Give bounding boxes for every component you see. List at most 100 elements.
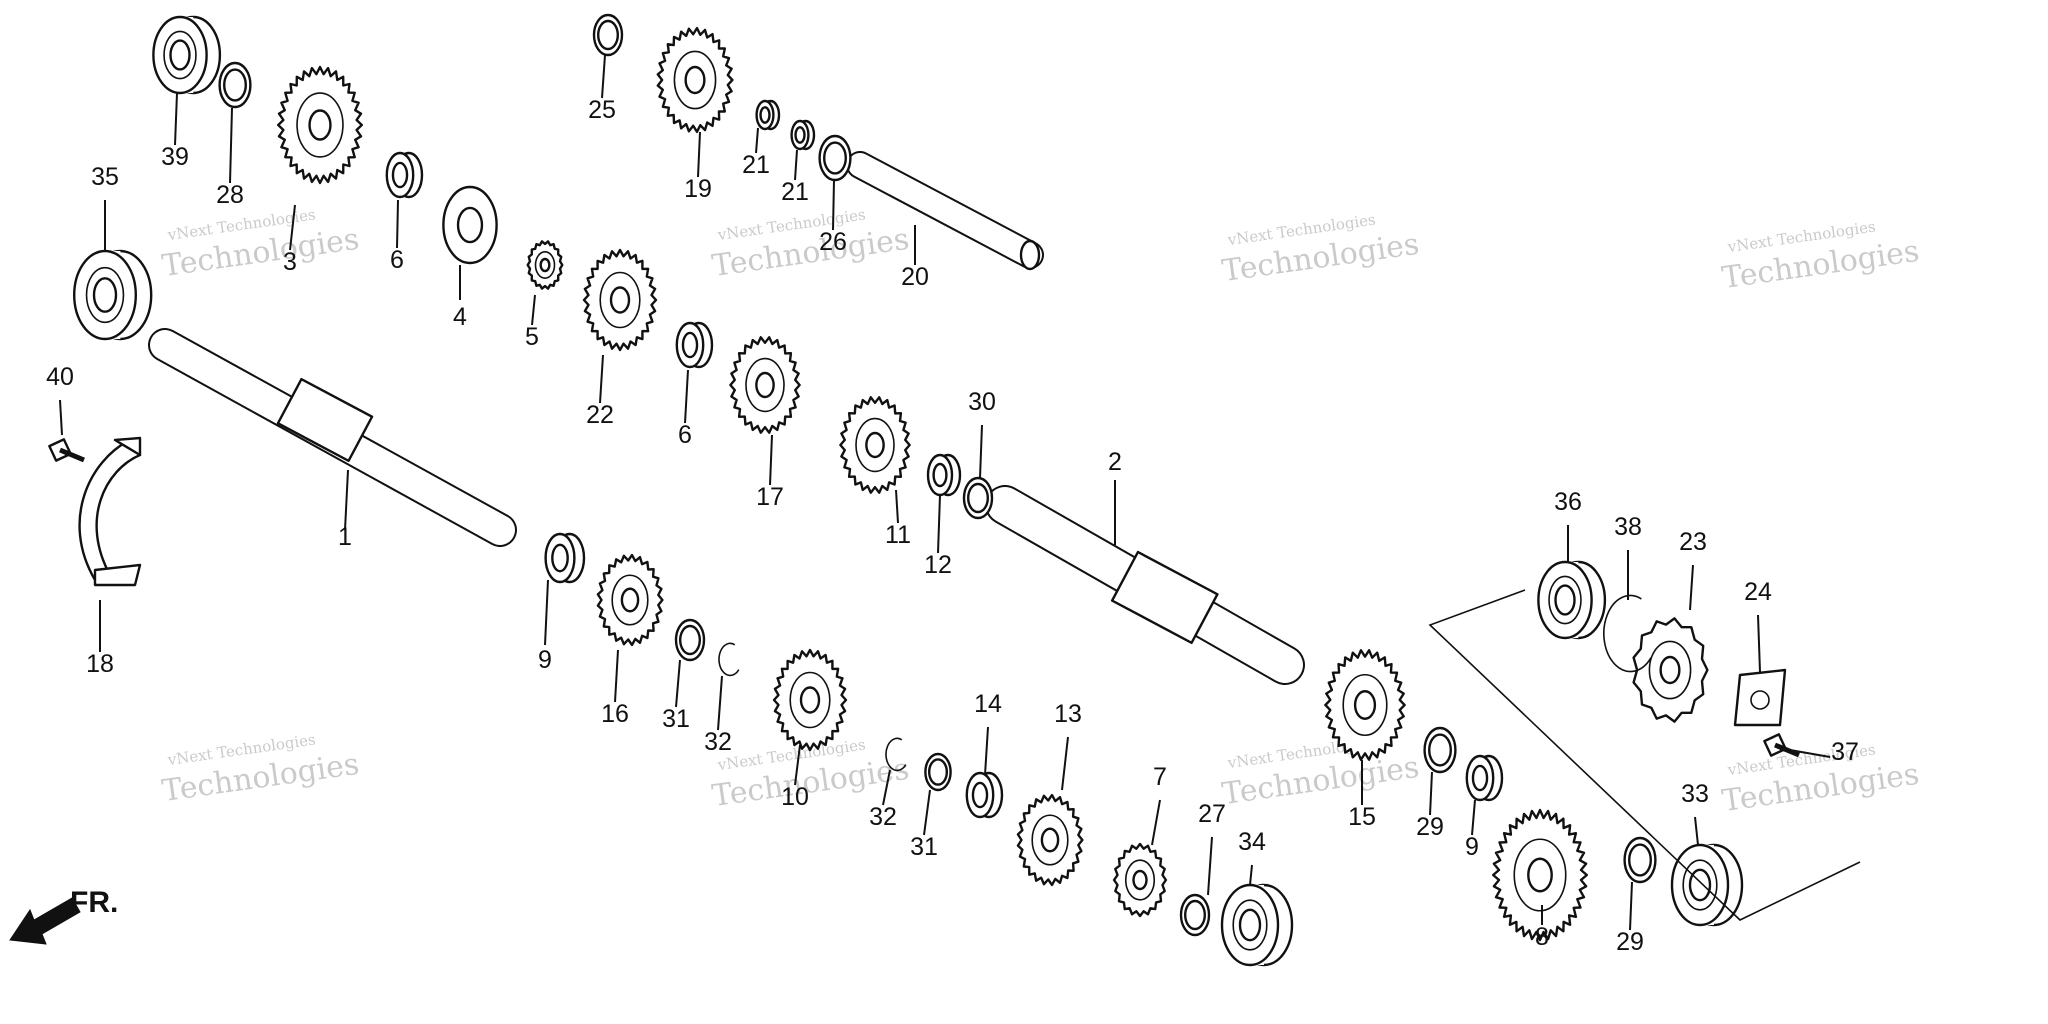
part-label-4[interactable]: 4 bbox=[453, 303, 467, 331]
part-p9a bbox=[544, 532, 586, 584]
parts-drawing-layer bbox=[48, 13, 1861, 967]
part-label-22[interactable]: 22 bbox=[586, 401, 614, 429]
leader-line-p29b bbox=[1629, 881, 1633, 931]
front-direction-label: FR. bbox=[70, 886, 118, 919]
part-p21a bbox=[755, 99, 781, 131]
part-label-24[interactable]: 24 bbox=[1744, 578, 1772, 606]
part-p11 bbox=[839, 396, 911, 494]
part-label-15[interactable]: 15 bbox=[1348, 803, 1376, 831]
part-label-38[interactable]: 38 bbox=[1614, 513, 1642, 541]
leader-line-p1 bbox=[344, 469, 349, 531]
part-label-18[interactable]: 18 bbox=[86, 650, 114, 678]
leader-line-p21a bbox=[755, 127, 759, 154]
part-label-5[interactable]: 5 bbox=[525, 323, 539, 351]
leader-line-p40 bbox=[59, 399, 63, 436]
leader-line-p7 bbox=[1151, 799, 1161, 846]
part-label-19[interactable]: 19 bbox=[684, 175, 712, 203]
part-p9b bbox=[1465, 754, 1504, 802]
part-p29b bbox=[1623, 836, 1657, 884]
leader-line-p24 bbox=[1757, 614, 1761, 673]
part-p20 bbox=[846, 151, 1044, 271]
leader-line-p34 bbox=[1249, 864, 1253, 886]
part-label-31[interactable]: 31 bbox=[910, 833, 938, 861]
part-label-39[interactable]: 39 bbox=[161, 143, 189, 171]
part-p21b bbox=[790, 119, 816, 151]
part-p31b bbox=[924, 752, 952, 792]
part-p1 bbox=[148, 328, 517, 547]
part-label-6[interactable]: 6 bbox=[390, 246, 404, 274]
part-p4 bbox=[442, 185, 498, 265]
leader-line-p9a bbox=[544, 579, 549, 646]
leader-line-p13 bbox=[1061, 736, 1069, 791]
part-label-32[interactable]: 32 bbox=[869, 803, 897, 831]
part-p14 bbox=[965, 771, 1004, 819]
part-p37 bbox=[1763, 733, 1800, 758]
part-label-20[interactable]: 20 bbox=[901, 263, 929, 291]
leader-line-p39 bbox=[174, 92, 178, 146]
front-direction-marker: FR. bbox=[9, 886, 118, 945]
part-label-31[interactable]: 31 bbox=[662, 705, 690, 733]
part-label-28[interactable]: 28 bbox=[216, 181, 244, 209]
part-label-36[interactable]: 36 bbox=[1554, 488, 1582, 516]
part-label-21[interactable]: 21 bbox=[742, 151, 770, 179]
part-label-17[interactable]: 17 bbox=[756, 483, 784, 511]
part-label-33[interactable]: 33 bbox=[1681, 780, 1709, 808]
leader-line-p6b bbox=[684, 369, 689, 424]
part-label-35[interactable]: 35 bbox=[91, 163, 119, 191]
front-arrow-icon bbox=[9, 897, 81, 945]
part-label-32[interactable]: 32 bbox=[704, 728, 732, 756]
part-label-8[interactable]: 8 bbox=[1535, 923, 1549, 951]
part-p15 bbox=[1324, 649, 1406, 761]
part-label-9[interactable]: 9 bbox=[538, 646, 552, 674]
leader-line-p27 bbox=[1207, 836, 1213, 896]
part-label-10[interactable]: 10 bbox=[781, 783, 809, 811]
part-label-27[interactable]: 27 bbox=[1198, 800, 1226, 828]
leader-line-p37 bbox=[1789, 749, 1831, 758]
part-p19 bbox=[656, 26, 734, 134]
part-label-34[interactable]: 34 bbox=[1238, 828, 1266, 856]
part-label-40[interactable]: 40 bbox=[46, 363, 74, 391]
part-p40 bbox=[48, 438, 85, 463]
leader-line-p11 bbox=[895, 489, 899, 524]
leader-line-p28 bbox=[229, 107, 233, 184]
part-label-2[interactable]: 2 bbox=[1108, 448, 1122, 476]
part-p38 bbox=[1603, 594, 1652, 673]
part-p6a bbox=[385, 151, 424, 199]
part-label-7[interactable]: 7 bbox=[1153, 763, 1167, 791]
part-label-23[interactable]: 23 bbox=[1679, 528, 1707, 556]
part-label-30[interactable]: 30 bbox=[968, 388, 996, 416]
part-label-9[interactable]: 9 bbox=[1465, 833, 1479, 861]
part-label-37[interactable]: 37 bbox=[1831, 738, 1859, 766]
part-p30 bbox=[962, 476, 994, 520]
part-label-26[interactable]: 26 bbox=[819, 228, 847, 256]
part-p39 bbox=[152, 15, 222, 95]
part-label-14[interactable]: 14 bbox=[974, 690, 1002, 718]
part-label-29[interactable]: 29 bbox=[1416, 813, 1444, 841]
leader-line-p12 bbox=[937, 494, 941, 554]
leader-line-p5 bbox=[531, 294, 536, 326]
part-label-25[interactable]: 25 bbox=[588, 96, 616, 124]
part-p31a bbox=[674, 618, 706, 662]
leader-line-p32a bbox=[717, 675, 723, 731]
part-p2 bbox=[985, 485, 1305, 685]
leader-line-p10 bbox=[794, 744, 801, 786]
leader-line-p6a bbox=[396, 199, 399, 249]
part-label-11[interactable]: 11 bbox=[885, 521, 911, 549]
part-label-3[interactable]: 3 bbox=[283, 248, 297, 276]
part-label-1[interactable]: 1 bbox=[338, 523, 352, 551]
part-label-21[interactable]: 21 bbox=[781, 178, 809, 206]
part-label-12[interactable]: 12 bbox=[924, 551, 952, 579]
part-p35 bbox=[72, 249, 153, 341]
part-p23 bbox=[1632, 617, 1709, 723]
leader-line-p3 bbox=[289, 204, 296, 251]
part-p26 bbox=[818, 134, 852, 182]
part-label-16[interactable]: 16 bbox=[601, 700, 629, 728]
part-p13 bbox=[1016, 793, 1084, 887]
part-label-29[interactable]: 29 bbox=[1616, 928, 1644, 956]
leader-line-p31a bbox=[675, 659, 681, 708]
part-label-13[interactable]: 13 bbox=[1054, 700, 1082, 728]
leader-line-p26 bbox=[832, 179, 835, 231]
part-label-6[interactable]: 6 bbox=[678, 421, 692, 449]
